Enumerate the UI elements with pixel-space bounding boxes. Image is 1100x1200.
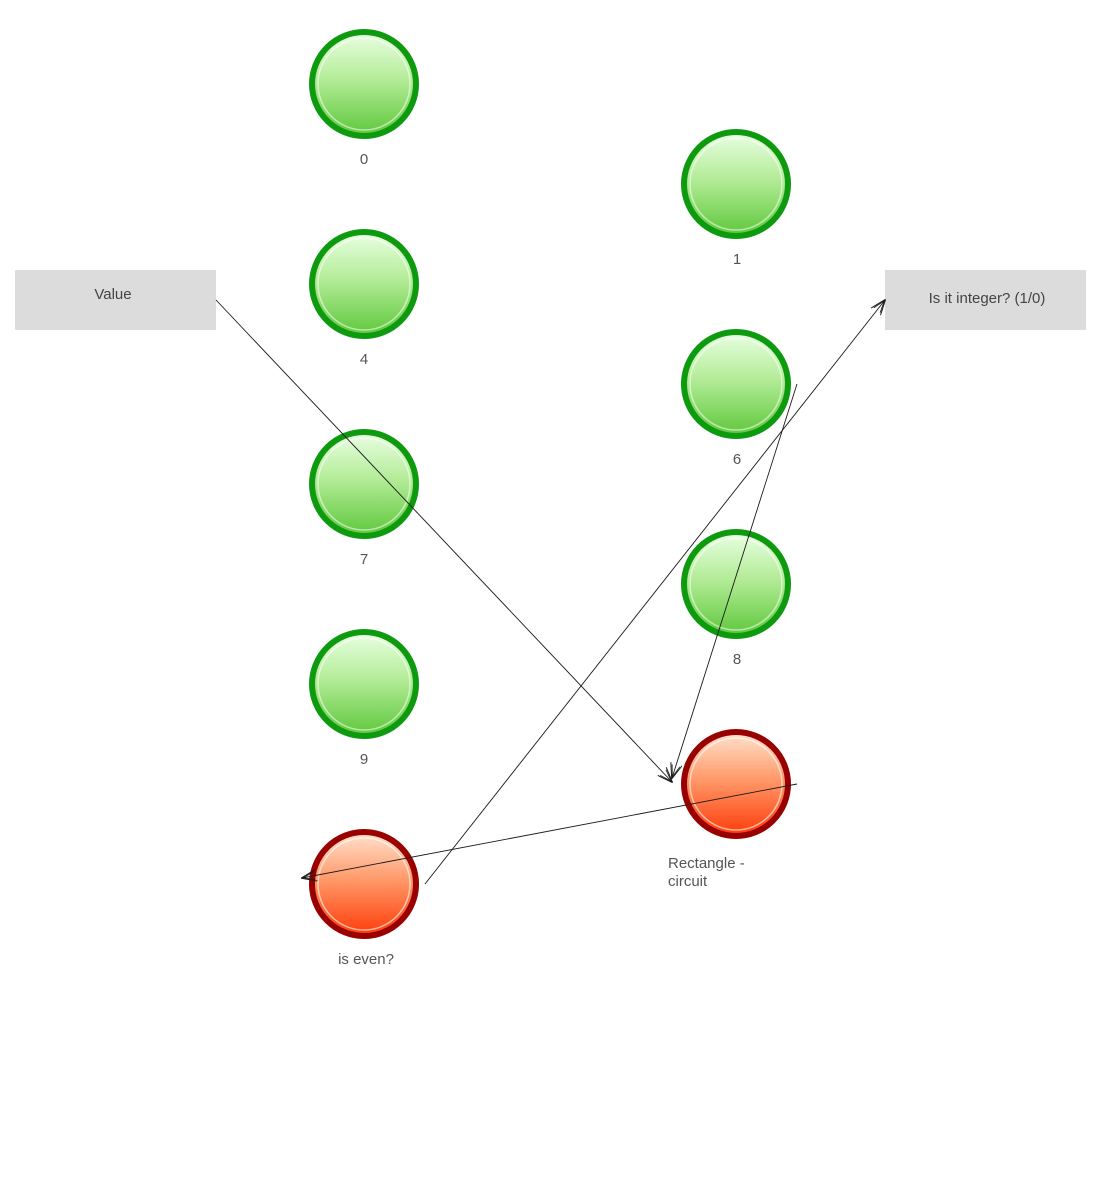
node-is-even-label: is even? <box>338 951 394 968</box>
node-rectangle-circuit-label-line2: circuit <box>668 873 708 890</box>
edge-6-to-rectangle-circuit[interactable] <box>672 383 798 778</box>
node-8-label: 8 <box>733 651 741 668</box>
node-7[interactable]: 7 <box>309 429 419 568</box>
node-rectangle-circuit-label-line1: Rectangle - <box>668 855 745 872</box>
node-is-even[interactable]: is even? <box>309 829 419 968</box>
edge-is-even-to-is-integer[interactable] <box>424 300 885 885</box>
node-8[interactable]: 8 <box>681 529 791 668</box>
node-9[interactable]: 9 <box>309 629 419 768</box>
node-0-label: 0 <box>360 151 368 168</box>
node-1-label: 1 <box>733 251 741 268</box>
node-rectangle-circuit[interactable]: Rectangle - circuit <box>668 729 791 890</box>
node-4-label: 4 <box>360 351 368 368</box>
value-box[interactable]: Value <box>15 270 216 330</box>
value-box-label: Value <box>94 286 131 303</box>
node-1[interactable]: 1 <box>681 129 791 268</box>
node-6-label: 6 <box>733 451 741 468</box>
edge-rectangle-circuit-to-is-even[interactable] <box>302 783 798 878</box>
is-integer-box[interactable]: Is it integer? (1/0) <box>885 270 1086 330</box>
edges <box>215 299 885 885</box>
node-4[interactable]: 4 <box>309 229 419 368</box>
node-7-label: 7 <box>360 551 368 568</box>
node-0[interactable]: 0 <box>309 29 419 168</box>
edge-value-to-rectangle-circuit[interactable] <box>215 299 672 782</box>
node-6[interactable]: 6 <box>681 329 791 468</box>
node-9-label: 9 <box>360 751 368 768</box>
is-integer-box-label: Is it integer? (1/0) <box>929 290 1046 307</box>
